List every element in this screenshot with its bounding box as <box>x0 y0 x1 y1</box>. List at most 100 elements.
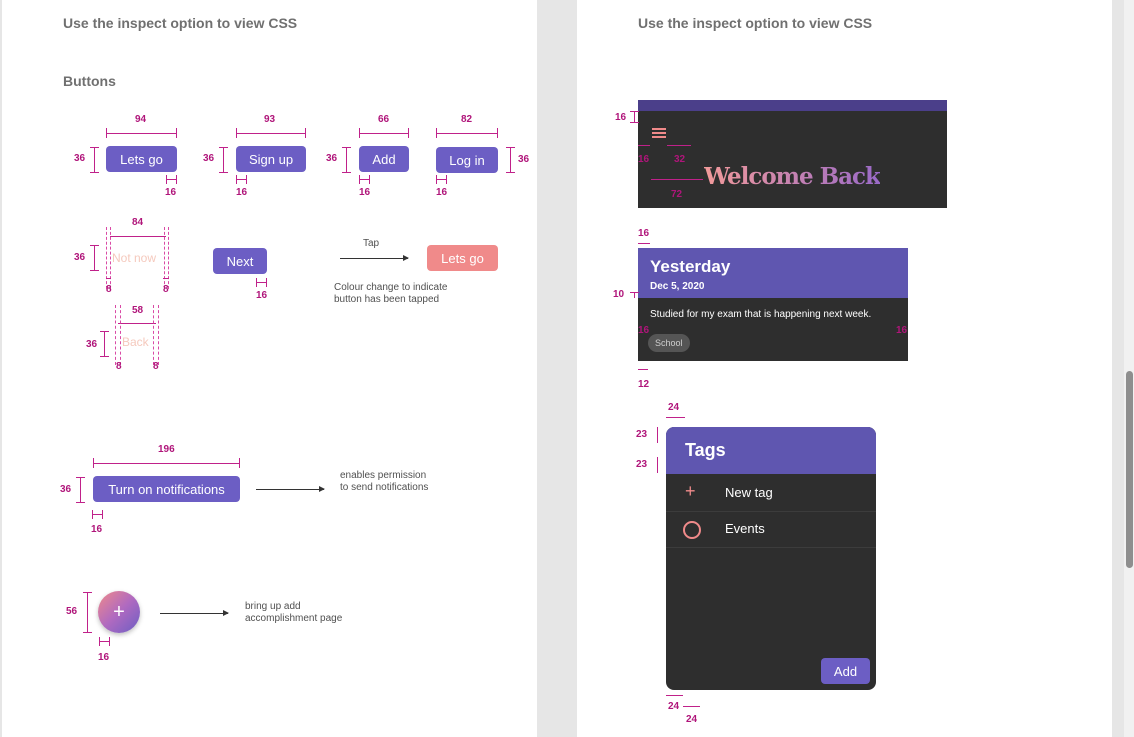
measure-tick <box>90 270 99 271</box>
measure-line <box>104 331 105 357</box>
measure-margin: 24 <box>668 402 680 413</box>
measure-line <box>166 179 177 180</box>
measure-height: 36 <box>74 153 86 164</box>
measure-padding: 16 <box>91 524 103 535</box>
measure-padding: 8 <box>153 361 159 372</box>
tag-row-new-tag[interactable]: + New tag <box>666 474 876 512</box>
lets-go-tapped-button[interactable]: Lets go <box>427 245 498 271</box>
welcome-title: Welcome Back <box>704 163 881 190</box>
tags-dialog-title: Tags <box>685 440 726 460</box>
scrollbar-thumb[interactable] <box>1126 371 1133 568</box>
tags-dialog: Tags + New tag Events Add <box>666 427 876 690</box>
measure-line <box>630 292 639 293</box>
add-accomplishment-fab[interactable]: + <box>98 591 140 633</box>
measure-line <box>94 245 95 271</box>
measure-tick <box>342 147 351 148</box>
measure-line <box>346 147 347 173</box>
sign-up-button[interactable]: Sign up <box>236 146 306 172</box>
enables-note: enables permission to send notifications <box>340 470 429 493</box>
notifications-arrow <box>256 486 325 492</box>
measure-line <box>110 236 166 237</box>
measure-tick <box>83 632 92 633</box>
add-button[interactable]: Add <box>359 146 409 172</box>
guide-line <box>168 227 169 289</box>
guide-line <box>164 227 165 289</box>
measure-height: 56 <box>66 606 78 617</box>
measure-margin: 24 <box>668 701 680 712</box>
guide-line <box>158 305 159 365</box>
measure-margin: 16 <box>638 325 650 336</box>
measure-width-not-now: 84 <box>132 217 144 228</box>
measure-tick <box>90 147 99 148</box>
measure-padding: 16 <box>165 187 177 198</box>
not-now-button[interactable]: Not now <box>112 251 157 265</box>
measure-tick <box>236 128 237 138</box>
measure-tick <box>369 175 370 184</box>
tap-arrow <box>340 255 409 261</box>
measure-tick <box>83 592 92 593</box>
tag-row-label: New tag <box>725 485 773 500</box>
measure-tick <box>436 128 437 138</box>
measure-tick <box>90 245 99 246</box>
measure-padding: 8 <box>163 284 169 295</box>
measure-line <box>683 706 700 707</box>
measure-tick <box>305 128 306 138</box>
entry-card[interactable]: Yesterday Dec 5, 2020 Studied for my exa… <box>638 248 908 361</box>
measure-tick <box>219 147 228 148</box>
scrollbar-track[interactable] <box>1124 0 1134 737</box>
back-button[interactable]: Back <box>122 335 149 349</box>
measure-line <box>106 278 111 279</box>
measure-line <box>657 427 658 443</box>
measure-tick <box>266 278 267 287</box>
measure-tick <box>93 458 94 468</box>
measure-line <box>118 323 156 324</box>
welcome-card-top-bar <box>638 100 947 111</box>
guide-line <box>106 227 107 289</box>
measure-margin: 32 <box>674 154 686 165</box>
measure-line <box>359 133 409 134</box>
measure-line <box>657 457 658 473</box>
measure-line <box>667 145 691 146</box>
circle-icon[interactable] <box>683 521 701 539</box>
measure-tick <box>102 510 103 519</box>
measure-padding: 16 <box>359 187 371 198</box>
turn-on-notifications-button[interactable]: Turn on notifications <box>93 476 240 502</box>
measure-line <box>93 463 240 464</box>
measure-height: 36 <box>203 153 215 164</box>
measure-width-back: 58 <box>132 305 144 316</box>
measure-height: 36 <box>74 252 86 263</box>
measure-line <box>638 243 650 244</box>
measure-margin: 12 <box>638 379 650 390</box>
tags-add-button[interactable]: Add <box>821 658 870 684</box>
measure-tick <box>176 128 177 138</box>
measure-tick <box>90 172 99 173</box>
left-header: Use the inspect option to view CSS <box>63 15 298 31</box>
measure-line <box>80 477 81 503</box>
measure-margin: 72 <box>671 189 683 200</box>
log-in-button[interactable]: Log in <box>436 147 498 173</box>
tag-chip[interactable]: School <box>648 334 690 352</box>
measure-padding: 8 <box>116 361 122 372</box>
measure-tick <box>100 331 109 332</box>
measure-tick <box>359 128 360 138</box>
measure-tick <box>408 128 409 138</box>
measure-margin: 24 <box>686 714 698 725</box>
measure-tick <box>219 172 228 173</box>
guide-line <box>153 305 154 365</box>
measure-tick <box>76 502 85 503</box>
right-header: Use the inspect option to view CSS <box>638 15 873 31</box>
measure-tick <box>436 175 437 184</box>
entry-title: Yesterday <box>650 257 731 276</box>
measure-width-sign-up: 93 <box>264 114 276 125</box>
tag-row-events[interactable]: Events <box>666 512 876 548</box>
measure-width-lets-go: 94 <box>135 114 147 125</box>
hamburger-menu-icon[interactable] <box>652 128 666 138</box>
measure-tick <box>506 147 515 148</box>
measure-tick <box>100 356 109 357</box>
lets-go-button[interactable]: Lets go <box>106 146 177 172</box>
next-button[interactable]: Next <box>213 248 267 274</box>
measure-line <box>223 147 224 173</box>
entry-card-header <box>638 248 908 298</box>
measure-margin: 16 <box>638 228 650 239</box>
welcome-card: Welcome Back <box>638 100 947 208</box>
